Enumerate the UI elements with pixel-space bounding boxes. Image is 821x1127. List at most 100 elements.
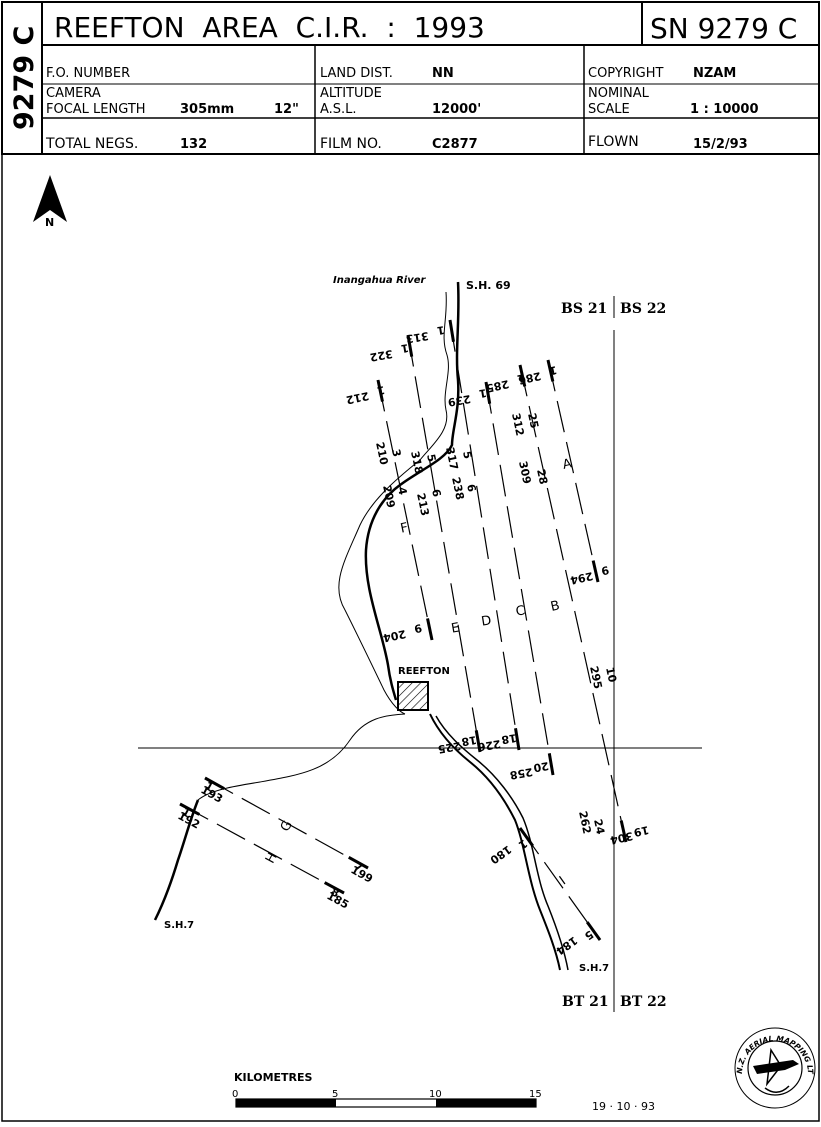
strip-end-number: 19 — [632, 823, 650, 839]
strip-end-bar — [518, 364, 527, 387]
strip-start-number: 1 — [400, 341, 410, 355]
strip-end-bar — [484, 381, 492, 404]
strip-end-number: 9 — [600, 563, 610, 577]
strip-end-bar — [376, 379, 384, 402]
altitude-label: ALTITUDE — [320, 86, 382, 101]
nz-aerial-mapping-logo: N.Z. AERIAL MAPPING LTD — [734, 1027, 816, 1109]
mid-frame-label: 6 — [429, 488, 443, 499]
map-border — [1, 153, 820, 1122]
strip-end-frame: 225 — [437, 739, 462, 756]
strip-start-number: 1 — [478, 386, 488, 400]
strip-start-frame: 239 — [447, 392, 472, 409]
strip-end-bar — [547, 753, 555, 776]
focal-length-in: 12" — [274, 102, 299, 117]
strip-end-bar — [518, 827, 535, 847]
mid-frame-label: 318 — [408, 450, 425, 475]
strip-line — [547, 359, 599, 583]
strip-line — [179, 803, 345, 894]
strip-end-bar — [619, 820, 628, 843]
strip-line — [519, 827, 601, 941]
film-label: FILM NO. — [320, 136, 382, 152]
mid-frame-label: 4 — [395, 486, 409, 497]
north-arrow: N — [33, 175, 67, 229]
strip-start-number: 1 — [516, 371, 526, 385]
strip-letter: E — [450, 620, 461, 636]
strip-start-frame: 212 — [345, 389, 370, 406]
copyright-label: COPYRIGHT — [588, 66, 664, 81]
mid-frame-label: 6 — [464, 483, 478, 494]
altitude-value: 12000' — [432, 102, 481, 117]
strip-line — [449, 319, 520, 751]
scale-tick-15: 15 — [529, 1089, 542, 1100]
nominal-label: NOMINAL — [588, 86, 650, 101]
strip-letter: H — [263, 850, 281, 866]
strip-letter: G — [278, 818, 296, 834]
strip-end-number: 9 — [413, 621, 423, 635]
strip-start-number: 1 — [436, 323, 446, 337]
strip-end-bar — [348, 856, 369, 870]
scale-bar-segment-1 — [236, 1099, 336, 1107]
sheet-title: REEFTON AREA C.I.R. : 1993 — [54, 11, 485, 44]
scale-tick-10: 10 — [429, 1089, 442, 1100]
reefton-label: REEFTON — [398, 666, 450, 677]
mid-frame-label: 28 — [534, 468, 550, 486]
strip-letter: D — [480, 613, 492, 629]
mid-frame-label: 210 — [373, 441, 391, 467]
strip-end-bar — [204, 776, 225, 790]
sheet-bs22-label: BS 22 — [620, 301, 666, 317]
strip-letter: A — [561, 456, 573, 473]
mid-frame-label: 262 — [576, 810, 593, 835]
strip-start-frame: 180 — [487, 843, 514, 867]
mid-frame-label: 238 — [449, 476, 466, 501]
strip-end-frame: 184 — [553, 934, 580, 958]
scale-bar: KILOMETRES 0 5 10 15 — [232, 1071, 542, 1108]
total-negs-value: 132 — [180, 137, 207, 152]
strip-end-frame: 294 — [569, 569, 595, 587]
mid-frame-label: 5 — [424, 453, 438, 463]
strip-letter: F — [399, 520, 409, 536]
strip-end-bar — [546, 359, 555, 382]
strip-end-number: 20 — [532, 759, 550, 774]
strip-line — [485, 381, 554, 776]
focal-length-mm: 305mm — [180, 102, 234, 117]
land-dist-value: NN — [432, 66, 454, 81]
side-code: 9279 C — [9, 26, 40, 130]
river-label: Inangahua River — [333, 275, 427, 286]
land-dist-label: LAND DIST. — [320, 66, 393, 81]
sh7-west-road — [153, 799, 200, 921]
strip-start-number: 1 — [548, 363, 558, 377]
camera-label: CAMERA — [46, 86, 101, 101]
mid-frame-label: 209 — [380, 484, 397, 509]
strip-end-bar — [323, 881, 345, 895]
strip-line — [407, 334, 481, 753]
strip-start-number: 1 — [376, 383, 386, 397]
mid-frame-label: 312 — [509, 412, 526, 437]
strip-end-bar — [426, 618, 434, 641]
strip-end-bar — [179, 802, 201, 816]
asl-label: A.S.L. — [320, 102, 357, 117]
film-value: C2877 — [432, 137, 478, 152]
mid-frame-label: 10 — [603, 666, 619, 684]
mid-frame-label: 5 — [460, 450, 474, 460]
focal-length-label: FOCAL LENGTH — [46, 102, 146, 117]
flown-value: 15/2/93 — [693, 137, 748, 152]
strip-end-bar — [406, 334, 414, 357]
scale-bar-segment-3 — [436, 1099, 536, 1107]
strip-letter: B — [549, 598, 561, 615]
scale-tick-0: 0 — [232, 1089, 238, 1100]
mid-frame-label: 317 — [443, 446, 460, 471]
strip-end-bar — [585, 921, 602, 941]
strip-end-frame: 304 — [609, 829, 635, 847]
sheet-bt22-label: BT 22 — [620, 994, 667, 1010]
strip-end-frame: 226 — [477, 737, 502, 754]
scale-bar-title: KILOMETRES — [234, 1071, 313, 1084]
